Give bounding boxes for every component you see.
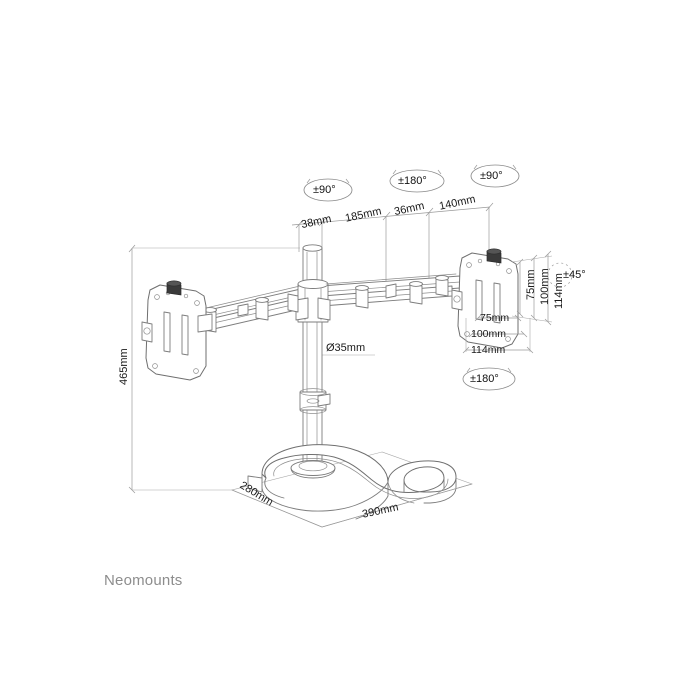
vesa-horizontal-dimensions: [462, 314, 534, 354]
rotation-badge-left: [303, 178, 353, 202]
right-vesa-bracket: [451, 248, 519, 349]
center-pole: [299, 244, 331, 469]
pole-diameter-leader: [321, 354, 375, 372]
arm-assembly: [199, 273, 461, 333]
badge-rotation-right: ±90°: [480, 170, 503, 182]
base-dimension-lines: [231, 483, 473, 528]
badge-rotation-left: ±90°: [313, 184, 336, 196]
vesa-horizontal-100mm: 100mm: [471, 328, 507, 340]
top-dimension-lines: [291, 202, 494, 300]
rotation-badge-right: [470, 164, 520, 188]
height-dimension-line: [128, 244, 300, 494]
brand-logo: Neomounts: [104, 572, 183, 589]
dimension-label-pole-diameter: Ø35mm: [326, 342, 366, 354]
vesa-horizontal-75mm: 75mm: [480, 312, 510, 324]
left-vesa-bracket: [141, 280, 213, 381]
badge-tilt-45: ±45°: [563, 269, 586, 281]
rotation-badge-bracket: [462, 367, 516, 391]
base-assembly: [231, 444, 473, 528]
rotation-badge-center: [389, 169, 445, 193]
vesa-vertical-114mm: 114mm: [553, 273, 565, 309]
vesa-vertical-100mm: 100mm: [539, 268, 551, 305]
vesa-vertical-75mm: 75mm: [525, 269, 537, 300]
badge-rotation-center: ±180°: [398, 175, 427, 187]
tilt-badge-arc: [547, 262, 573, 288]
vesa-vertical-dimensions: [511, 250, 553, 326]
right-arm-joints: [355, 275, 449, 309]
dimension-label-465mm: 465mm: [118, 348, 130, 385]
badge-rotation-bracket: ±180°: [470, 373, 499, 385]
vesa-horizontal-114mm: 114mm: [471, 344, 506, 356]
